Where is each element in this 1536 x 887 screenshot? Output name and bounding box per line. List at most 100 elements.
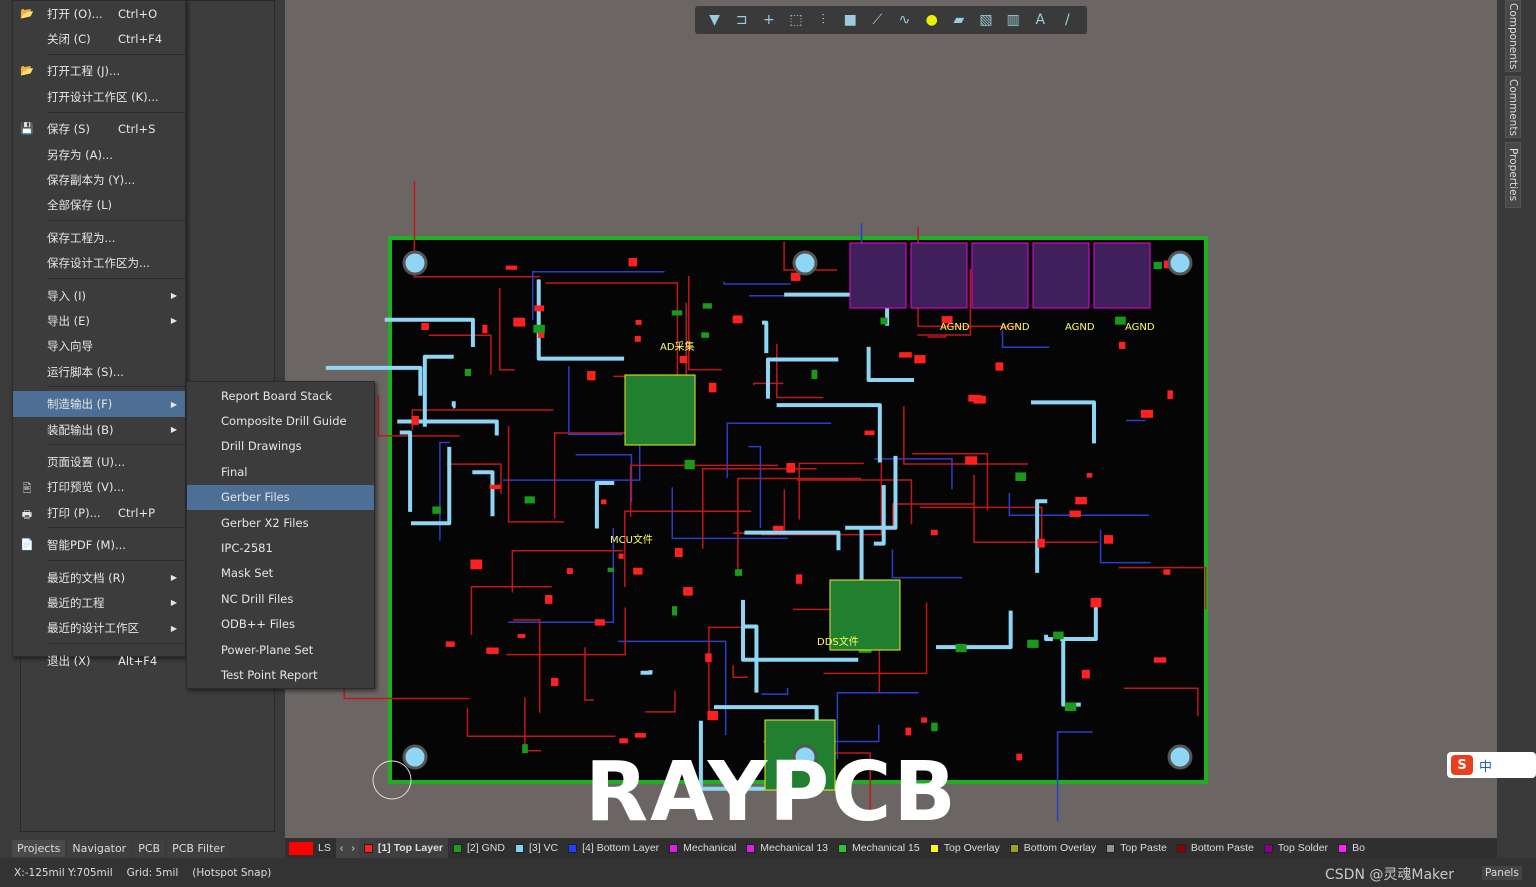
- menu-item-label: 另存为 (A)...: [47, 147, 113, 162]
- trace: [1118, 566, 1207, 610]
- tab-properties[interactable]: Properties: [1505, 142, 1521, 208]
- panel-tab[interactable]: Projects: [12, 840, 66, 857]
- submenu-item[interactable]: Gerber Files: [187, 484, 374, 510]
- menu-item[interactable]: 导入 (I)▶: [13, 283, 185, 308]
- menu-item[interactable]: 📂打开 (O)...Ctrl+O: [13, 1, 185, 26]
- submenu-item[interactable]: Power-Plane Set: [221, 642, 314, 657]
- menu-item[interactable]: 装配输出 (B)▶: [13, 417, 185, 442]
- trace: [761, 687, 789, 695]
- layer-color-swatch: [453, 843, 462, 853]
- text-icon[interactable]: A: [1035, 12, 1046, 28]
- submenu-item[interactable]: Test Point Report: [221, 667, 318, 682]
- keepout-icon[interactable]: ▧: [979, 12, 993, 28]
- cross-icon[interactable]: +: [762, 12, 775, 28]
- layer-prev-button[interactable]: ‹: [335, 838, 348, 858]
- menu-item[interactable]: 打开设计工作区 (K)...: [13, 84, 185, 109]
- trace: [701, 468, 817, 549]
- submenu-item[interactable]: Mask Set: [221, 566, 274, 581]
- layer-tab[interactable]: Mechanical: [664, 838, 741, 858]
- submenu-item[interactable]: Report Board Stack: [221, 388, 333, 403]
- filter-icon[interactable]: ▼: [709, 12, 720, 28]
- component-icon[interactable]: ■: [843, 12, 857, 28]
- menu-item[interactable]: 运行脚本 (S)...: [13, 359, 185, 384]
- layer-tab[interactable]: Bo: [1333, 838, 1370, 858]
- menu-item[interactable]: 制造输出 (F)▶: [13, 391, 185, 417]
- menu-item[interactable]: 📄智能PDF (M)...: [13, 532, 185, 557]
- submenu-item[interactable]: NC Drill Files: [221, 591, 294, 606]
- layer-tab[interactable]: [2] GND: [448, 838, 510, 858]
- layer-set-button[interactable]: LS: [318, 842, 331, 854]
- select-rect-icon[interactable]: ⬚: [789, 12, 803, 28]
- layer-name: [2] GND: [467, 842, 505, 854]
- menu-item[interactable]: 页面设置 (U)...: [13, 449, 185, 474]
- menu-item[interactable]: 保存工程为...: [13, 225, 185, 250]
- menu-item[interactable]: 最近的文档 (R)▶: [13, 565, 185, 590]
- pad: [1153, 261, 1162, 270]
- submenu-arrow-icon: ▶: [170, 316, 177, 326]
- menu-item[interactable]: 🖶打印 (P)...Ctrl+P: [13, 500, 185, 525]
- layer-color-swatch: [929, 843, 939, 853]
- layer-tab[interactable]: Top Overlay: [925, 838, 1005, 858]
- layer-next-button[interactable]: ›: [347, 838, 359, 858]
- pad: [880, 317, 888, 325]
- panels-button[interactable]: Panels: [1482, 866, 1522, 880]
- menu-item[interactable]: 📂打开工程 (J)...: [13, 59, 185, 84]
- submenu-item[interactable]: ODB++ Files: [221, 617, 295, 632]
- trace: [903, 406, 1029, 465]
- menu-item[interactable]: 导出 (E)▶: [13, 308, 185, 333]
- via-icon[interactable]: ●: [925, 12, 938, 28]
- trace: [446, 463, 502, 494]
- tab-comments[interactable]: Comments: [1505, 76, 1521, 138]
- layer-color-swatch: [568, 843, 578, 853]
- menu-item[interactable]: 最近的设计工作区▶: [13, 616, 185, 641]
- menu-item[interactable]: 保存副本为 (Y)...: [13, 167, 185, 192]
- submenu-item[interactable]: Gerber X2 Files: [221, 515, 309, 530]
- layer-tab[interactable]: Top Solder: [1259, 838, 1333, 858]
- menu-item[interactable]: 💾保存 (S)Ctrl+S: [13, 117, 185, 142]
- panel-tab[interactable]: PCB: [133, 840, 166, 857]
- interactive-route-icon[interactable]: ⟋: [872, 12, 883, 28]
- menu-item[interactable]: 🖹打印预览 (V)...: [13, 475, 185, 500]
- submenu-item[interactable]: Composite Drill Guide: [221, 414, 347, 429]
- tab-components[interactable]: Components: [1505, 0, 1521, 72]
- menu-separator: [47, 444, 185, 449]
- layer-tab[interactable]: [1] Top Layer: [358, 838, 448, 858]
- panel-tab[interactable]: PCB Filter: [167, 840, 230, 857]
- pad: [1140, 409, 1153, 418]
- submenu-item[interactable]: Drill Drawings: [221, 439, 302, 454]
- trace: [919, 506, 1043, 544]
- line-icon[interactable]: /: [1065, 12, 1070, 28]
- route-icon[interactable]: ⊐: [735, 12, 748, 28]
- panel-tab[interactable]: Navigator: [67, 840, 132, 857]
- menu-item[interactable]: 导入向导: [13, 334, 185, 359]
- polygon-icon[interactable]: ▰: [953, 12, 965, 28]
- layer-tab[interactable]: Top Paste: [1101, 838, 1172, 858]
- menu-item[interactable]: 关闭 (C)Ctrl+F4: [13, 26, 185, 51]
- layer-tab[interactable]: Bottom Paste: [1172, 838, 1259, 858]
- submenu-item[interactable]: Final: [221, 464, 248, 479]
- menu-separator: [47, 642, 185, 648]
- layer-tab[interactable]: Mechanical 13: [741, 838, 833, 858]
- trace: [891, 549, 963, 579]
- layer-tab[interactable]: [4] Bottom Layer: [563, 838, 664, 858]
- align-icon[interactable]: ⫶: [821, 12, 825, 28]
- pad: [968, 394, 982, 402]
- layer-tab[interactable]: Mechanical 15: [833, 838, 925, 858]
- menu-item[interactable]: 退出 (X)Alt+F4: [13, 648, 185, 673]
- pad: [489, 484, 501, 490]
- menu-item[interactable]: 全部保存 (L): [13, 193, 185, 218]
- menu-item[interactable]: 保存设计工作区为...: [13, 251, 185, 276]
- layer-name: [1] Top Layer: [377, 842, 443, 854]
- submenu-item[interactable]: IPC-2581: [221, 541, 273, 556]
- menu-item[interactable]: 最近的工程▶: [13, 590, 185, 615]
- layer-tab[interactable]: Bottom Overlay: [1005, 838, 1101, 858]
- diff-pair-icon[interactable]: ∿: [898, 12, 911, 28]
- csdn-watermark: CSDN @灵魂Maker: [1325, 867, 1455, 883]
- layer-tab[interactable]: [3] VC: [510, 838, 563, 858]
- dimension-icon[interactable]: ▥: [1006, 12, 1020, 28]
- pad: [432, 506, 441, 514]
- menu-item[interactable]: 另存为 (A)...: [13, 142, 185, 167]
